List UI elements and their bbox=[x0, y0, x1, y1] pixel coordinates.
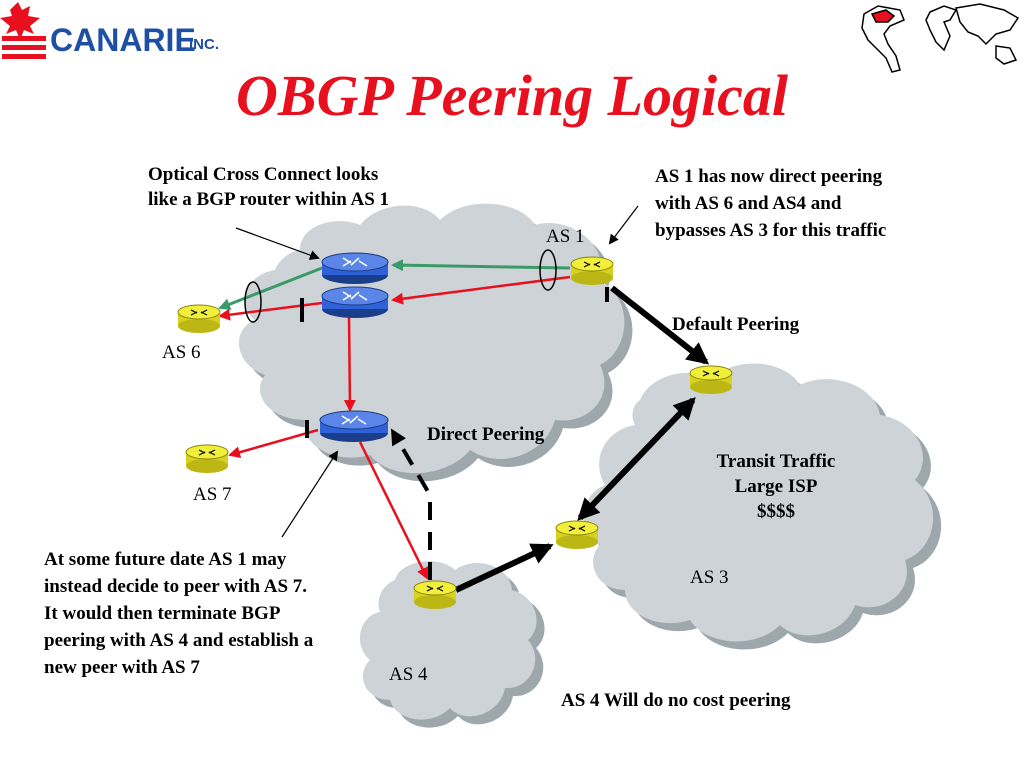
optical-marker-as1 bbox=[539, 249, 557, 291]
red-link-oxc3-to-as4 bbox=[358, 441, 429, 580]
annotation-arrow-oxc bbox=[235, 227, 320, 260]
note-as1-direct: AS 1 has now direct peering with AS 6 an… bbox=[655, 163, 886, 244]
label-as6: AS 6 bbox=[162, 342, 201, 363]
label-as1: AS 1 bbox=[546, 226, 585, 247]
bgp-router-as7-icon bbox=[185, 444, 229, 473]
note-future-line-3: It would then terminate BGP bbox=[44, 603, 281, 624]
note-future-line-5: new peer with AS 7 bbox=[44, 657, 200, 678]
bgp-router-as3-top-icon bbox=[689, 365, 733, 394]
bgp-router-as6-icon bbox=[177, 304, 221, 333]
as4-to-as3-link bbox=[454, 543, 554, 593]
logo-suffix: INC. bbox=[189, 36, 219, 53]
green-link-oxc-to-as6 bbox=[218, 266, 323, 310]
note-oxc-line-2: like a BGP router within AS 1 bbox=[148, 189, 390, 210]
red-link-oxc2-to-as6 bbox=[218, 301, 323, 321]
label-default-peering: Default Peering bbox=[672, 314, 800, 335]
note-as1-direct-line-3: bypasses AS 3 for this traffic bbox=[655, 220, 887, 241]
logo-name: CANARIE bbox=[50, 22, 196, 58]
cloud-as4 bbox=[359, 561, 545, 728]
label-transit-line-1: Transit Traffic bbox=[716, 451, 836, 472]
annotation-arrow-future bbox=[281, 450, 339, 538]
label-transit-line-3: $$$$ bbox=[757, 501, 795, 522]
note-future-line-2: instead decide to peer with AS 7. bbox=[44, 576, 308, 597]
note-oxc-line-1: Optical Cross Connect looks bbox=[148, 164, 379, 185]
label-no-cost: AS 4 Will do no cost peering bbox=[561, 690, 791, 711]
label-transit-line-2: Large ISP bbox=[734, 476, 818, 497]
annotation-arrow-as1 bbox=[608, 205, 639, 245]
label-direct-peering: Direct Peering bbox=[427, 424, 545, 445]
note-as1-direct-line-1: AS 1 has now direct peering bbox=[655, 166, 883, 187]
page-title: OBGP Peering Logical bbox=[236, 63, 788, 128]
bgp-router-as4-icon bbox=[413, 580, 457, 609]
world-map-icon bbox=[861, 3, 1020, 73]
note-future: At some future date AS 1 may instead dec… bbox=[44, 546, 313, 681]
bgp-router-as1-icon bbox=[570, 256, 614, 285]
red-link-oxc3-to-as7 bbox=[228, 428, 319, 459]
maple-leaf-icon bbox=[0, 2, 46, 59]
label-transit: Transit Traffic Large ISP $$$$ bbox=[690, 449, 862, 524]
note-future-line-4: peering with AS 4 and establish a bbox=[44, 630, 314, 651]
oxc-router-3-icon bbox=[319, 410, 389, 442]
red-link-oxc2-to-oxc3 bbox=[343, 314, 356, 412]
label-as4: AS 4 bbox=[389, 664, 428, 685]
label-as3: AS 3 bbox=[690, 567, 729, 588]
oxc-router-2-icon bbox=[321, 286, 389, 318]
dashed-link-as4-to-oxc3 bbox=[390, 428, 432, 580]
transit-link bbox=[577, 397, 696, 521]
note-as1-direct-line-2: with AS 6 and AS4 and bbox=[655, 193, 842, 214]
optical-marker-as6 bbox=[244, 281, 262, 323]
note-oxc: Optical Cross Connect looks like a BGP r… bbox=[148, 162, 389, 212]
default-peering-link bbox=[610, 285, 710, 365]
bgp-router-as3-left-icon bbox=[555, 520, 599, 549]
note-future-line-1: At some future date AS 1 may bbox=[44, 549, 287, 570]
oxc-router-1-icon bbox=[321, 252, 389, 284]
label-as7: AS 7 bbox=[193, 484, 232, 505]
